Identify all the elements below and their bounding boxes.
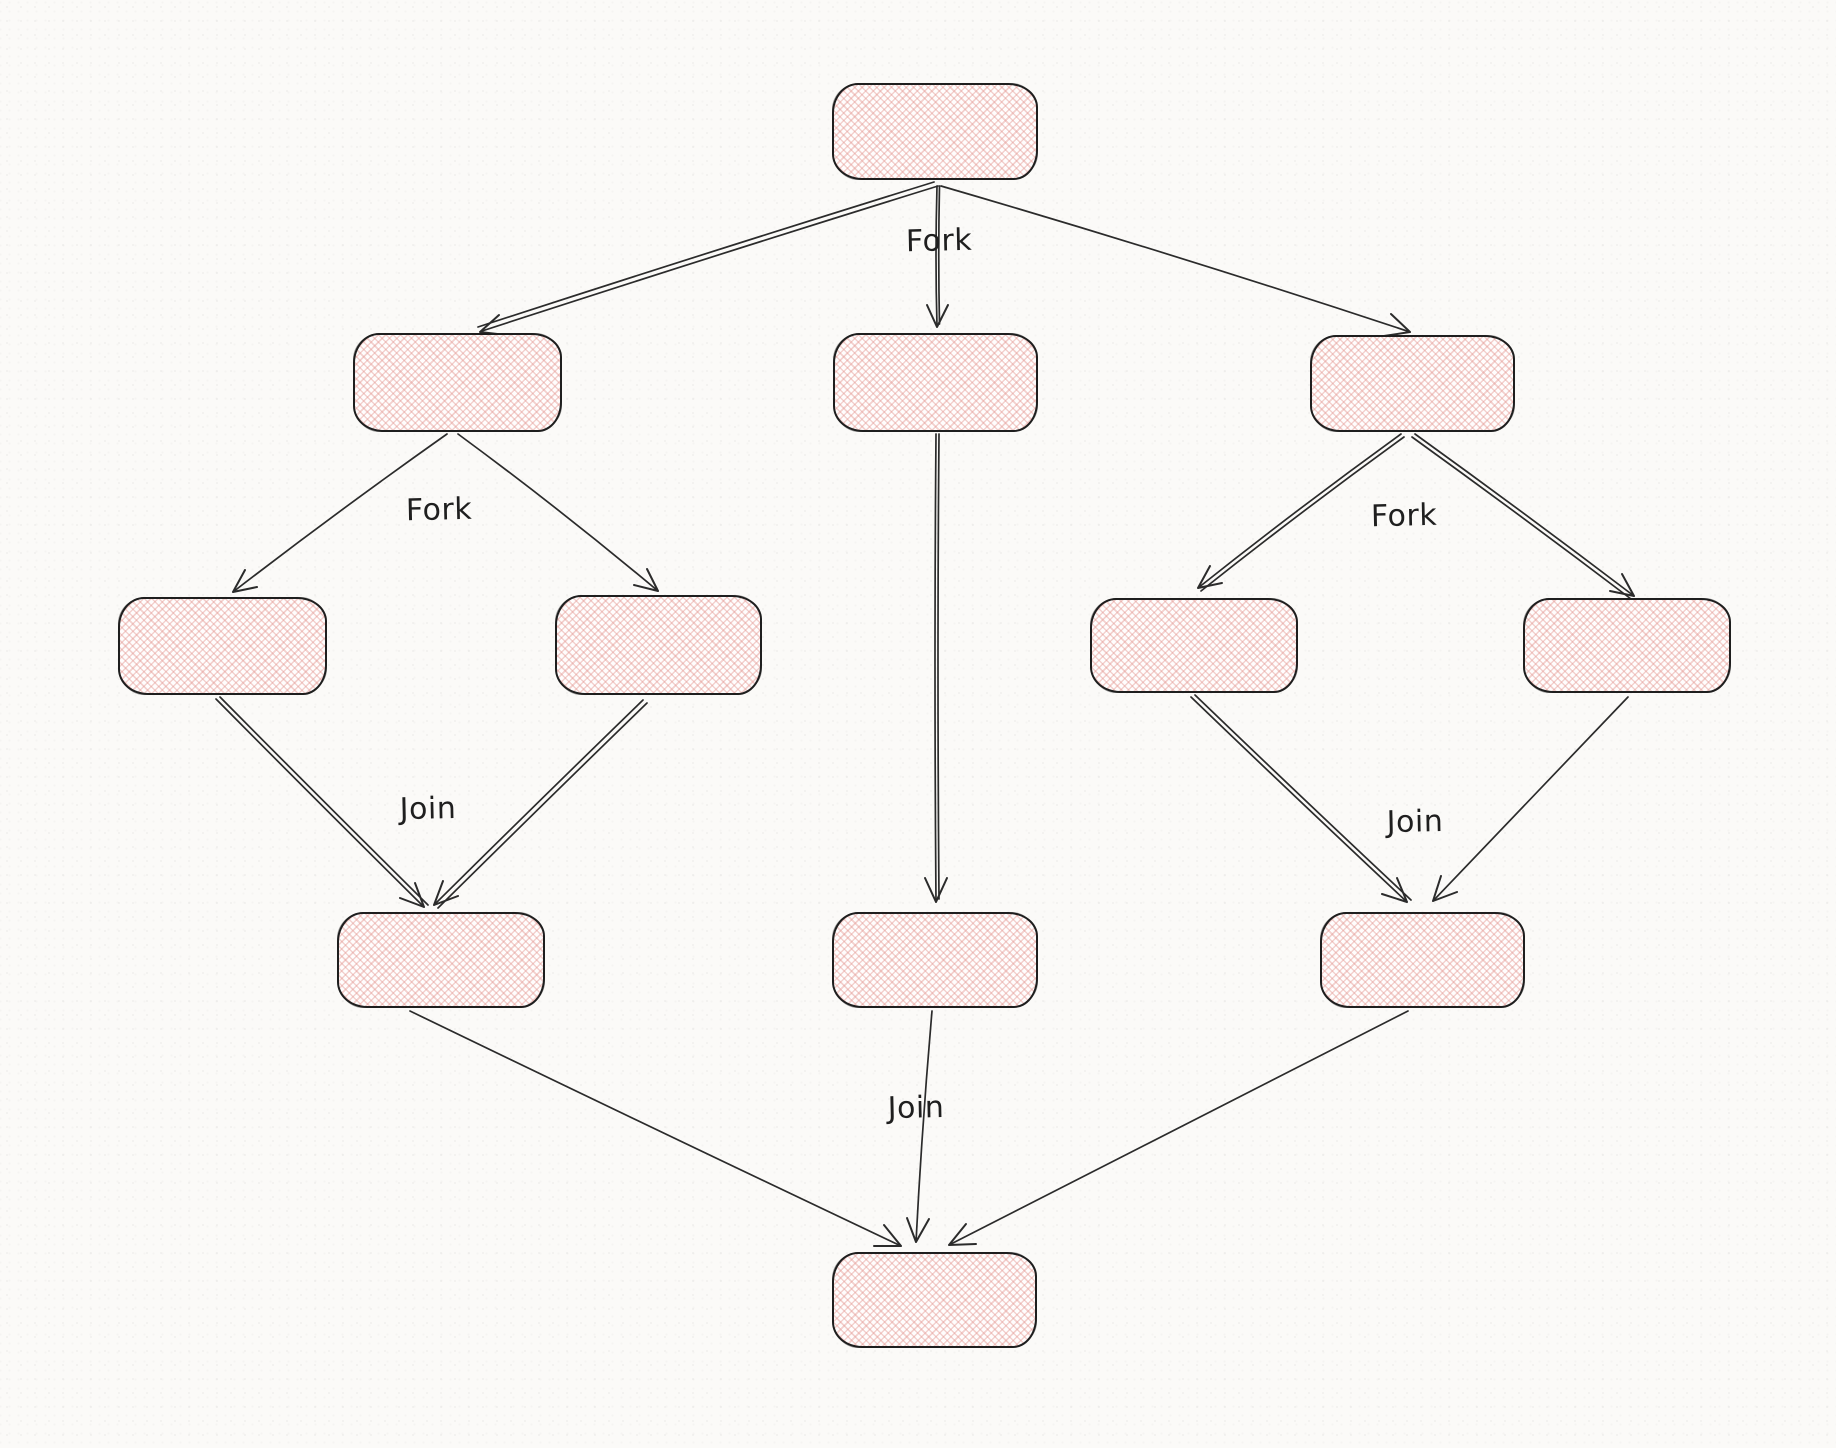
- edge-merge-center-to-end: [906, 1010, 933, 1243]
- edge-label-fork-right: Fork: [1370, 497, 1438, 535]
- edge-label-fork-left: Fork: [405, 491, 473, 529]
- edge-merge-left-to-end: [409, 1010, 902, 1247]
- node-task-left-b[interactable]: [555, 595, 762, 695]
- node-start[interactable]: [832, 83, 1038, 180]
- node-task-right-b[interactable]: [1523, 598, 1731, 693]
- edge-label-join-left: Join: [399, 790, 457, 828]
- node-branch-left[interactable]: [353, 333, 562, 432]
- node-branch-right[interactable]: [1310, 335, 1515, 432]
- edge-branch-right-to-task-right-b: [1411, 433, 1635, 600]
- edge-label-join-bottom: Join: [887, 1089, 945, 1127]
- node-task-left-a[interactable]: [118, 597, 327, 695]
- edge-task-right-a-to-merge-right: [1190, 694, 1412, 903]
- node-merge-center[interactable]: [832, 912, 1038, 1008]
- edge-branch-left-to-task-left-b: [457, 433, 659, 592]
- edge-task-right-b-to-merge-right: [1432, 696, 1629, 902]
- edge-branch-right-to-task-right-a: [1197, 433, 1405, 592]
- edge-start-to-branch-center: [926, 185, 949, 328]
- edge-task-left-b-to-merge-left: [433, 699, 648, 909]
- edge-task-left-a-to-merge-left: [215, 696, 429, 908]
- edge-branch-left-to-task-left-a: [232, 433, 448, 593]
- node-task-right-a[interactable]: [1090, 598, 1298, 693]
- edge-label-join-right: Join: [1386, 803, 1444, 841]
- edge-start-to-branch-left: [477, 181, 939, 336]
- edge-start-to-branch-right: [940, 185, 1411, 337]
- node-merge-left[interactable]: [337, 912, 545, 1008]
- edge-branch-center-to-merge-center: [924, 433, 948, 903]
- edge-label-fork-top: Fork: [905, 222, 973, 260]
- node-merge-right[interactable]: [1320, 912, 1525, 1008]
- node-end[interactable]: [832, 1252, 1037, 1348]
- node-branch-center[interactable]: [833, 333, 1038, 432]
- edge-merge-right-to-end: [948, 1010, 1409, 1246]
